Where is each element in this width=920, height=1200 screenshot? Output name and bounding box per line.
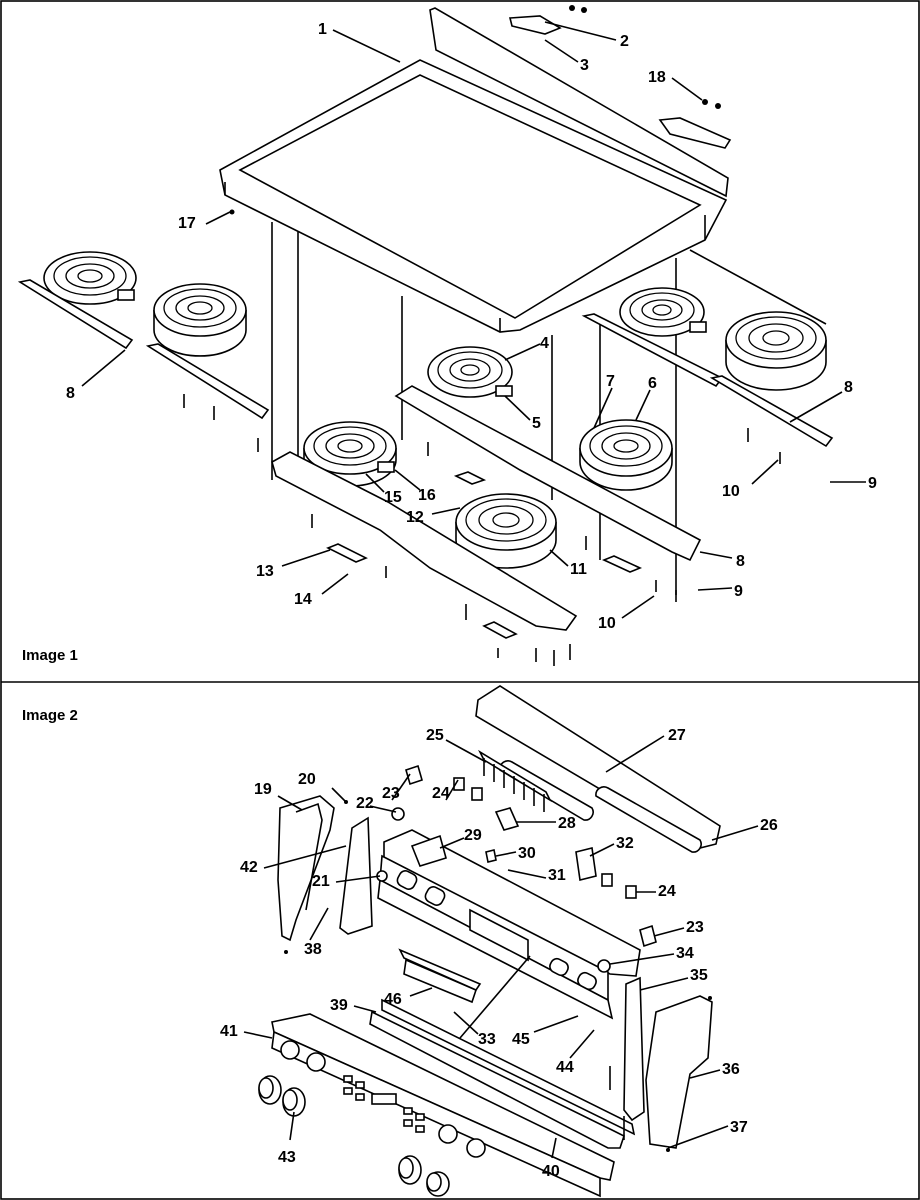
burner-element-far-right bbox=[725, 311, 827, 391]
burner-element-left-middle bbox=[303, 421, 397, 487]
callout: 43 bbox=[278, 1149, 296, 1166]
callout: 45 bbox=[512, 1031, 530, 1048]
callout: 31 bbox=[548, 867, 566, 884]
relay bbox=[494, 807, 520, 831]
callout: 29 bbox=[464, 827, 482, 844]
mounting-screws bbox=[183, 394, 781, 666]
callout: 33 bbox=[478, 1031, 496, 1048]
callout: 21 bbox=[312, 873, 330, 890]
callout: 39 bbox=[330, 997, 348, 1014]
bracket-front-left bbox=[145, 343, 270, 420]
callout: 5 bbox=[532, 415, 541, 432]
callout: 23 bbox=[382, 785, 400, 802]
callout: 27 bbox=[668, 727, 686, 744]
backguard bbox=[429, 7, 729, 198]
trim-tube bbox=[595, 786, 702, 853]
cooktop-assembly bbox=[17, 5, 834, 666]
callout: 4 bbox=[540, 335, 549, 352]
side-bracket-left bbox=[339, 816, 373, 935]
burner-element-center-front bbox=[455, 493, 557, 569]
callout: 32 bbox=[616, 835, 634, 852]
control-knobs bbox=[258, 1075, 450, 1197]
callout: 9 bbox=[868, 475, 877, 492]
top-trim bbox=[475, 685, 721, 849]
callout: 36 bbox=[722, 1061, 740, 1078]
control-panel-face bbox=[271, 1030, 601, 1198]
callout: 17 bbox=[178, 215, 196, 232]
mounting-plate-left bbox=[271, 451, 578, 631]
callout: 1 bbox=[318, 21, 327, 38]
image-1-leader-lines bbox=[81, 21, 866, 619]
callout: 8 bbox=[844, 379, 853, 396]
switch-clip bbox=[405, 764, 423, 786]
callout: 9 bbox=[734, 583, 743, 600]
callout: 2 bbox=[620, 33, 629, 50]
callout: 10 bbox=[598, 615, 616, 632]
callout: 46 bbox=[384, 991, 402, 1008]
callout: 40 bbox=[542, 1163, 560, 1180]
heat-shield-comb bbox=[478, 749, 552, 812]
callout: 20 bbox=[298, 771, 316, 788]
callout: 8 bbox=[66, 385, 75, 402]
section-label-image-1: Image 1 bbox=[22, 647, 78, 664]
callout: 23 bbox=[686, 919, 704, 936]
callout: 16 bbox=[418, 487, 436, 504]
callout: 24 bbox=[658, 883, 676, 900]
bracket-far-right bbox=[709, 375, 834, 448]
hinge-bracket-right bbox=[658, 117, 732, 149]
callout: 41 bbox=[220, 1023, 238, 1040]
glass-inner-edge bbox=[238, 74, 702, 319]
callout: 14 bbox=[294, 591, 312, 608]
switch-29 bbox=[410, 834, 447, 867]
burner-element-front-left bbox=[153, 283, 247, 357]
callout: 28 bbox=[558, 815, 576, 832]
bracket-rear-left bbox=[17, 279, 134, 350]
indicator-lamp bbox=[391, 807, 405, 821]
callout: 24 bbox=[432, 785, 450, 802]
burner-element-rear-left bbox=[43, 251, 137, 305]
end-cap-right bbox=[645, 995, 713, 1149]
side-bracket-right bbox=[623, 976, 645, 1122]
callout: 18 bbox=[648, 69, 666, 86]
callout: 15 bbox=[384, 489, 402, 506]
callout: 6 bbox=[648, 375, 657, 392]
callout: 7 bbox=[606, 373, 615, 390]
glass-cooktop bbox=[219, 59, 728, 333]
control-panel-assembly bbox=[258, 685, 721, 1198]
callout: 10 bbox=[722, 483, 740, 500]
callout: 11 bbox=[570, 561, 587, 578]
end-cap-left bbox=[277, 795, 335, 942]
burner-element-center-rear bbox=[427, 346, 513, 398]
callout: 34 bbox=[676, 945, 694, 962]
callout: 12 bbox=[406, 509, 424, 526]
callout: 8 bbox=[736, 553, 745, 570]
burner-element-right-middle bbox=[579, 419, 673, 491]
callout: 30 bbox=[518, 845, 536, 862]
callout: 22 bbox=[356, 795, 374, 812]
callout: 25 bbox=[426, 727, 444, 744]
lower-channel bbox=[369, 1010, 625, 1149]
callout: 35 bbox=[690, 967, 708, 984]
callout: 3 bbox=[580, 57, 589, 74]
image-1-callouts: 1 2 3 18 17 8 4 5 7 6 8 10 9 15 16 12 11… bbox=[66, 21, 877, 632]
infinite-switch bbox=[575, 847, 597, 881]
keypad-buttons bbox=[343, 1075, 425, 1133]
callout: 13 bbox=[256, 563, 274, 580]
callout: 42 bbox=[240, 859, 258, 876]
image-2-leader-lines bbox=[243, 735, 759, 1159]
callout: 37 bbox=[730, 1119, 748, 1136]
callout: 38 bbox=[304, 941, 322, 958]
display-window bbox=[469, 908, 529, 962]
callout: 44 bbox=[556, 1059, 574, 1076]
burner-element-rear-right bbox=[619, 287, 707, 337]
hinge-bracket-left bbox=[508, 15, 562, 35]
callout: 19 bbox=[254, 781, 272, 798]
section-label-image-2: Image 2 bbox=[22, 707, 78, 724]
mounting-plate-right bbox=[394, 385, 702, 562]
callout: 26 bbox=[760, 817, 778, 834]
image-2-callouts: 25 27 23 24 22 20 19 28 26 29 30 32 42 2… bbox=[220, 727, 778, 1180]
